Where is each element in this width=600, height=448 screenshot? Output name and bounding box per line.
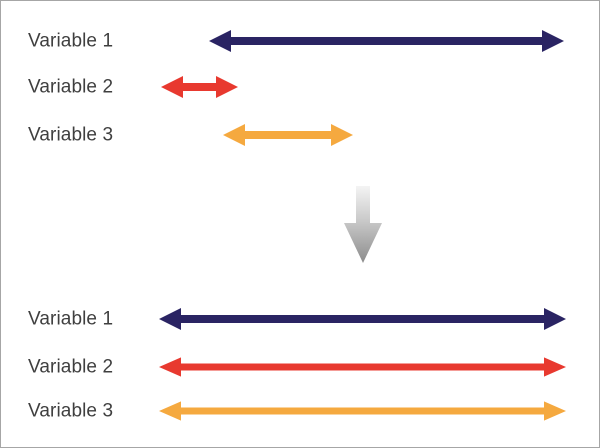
top-variable-arrow-1 (209, 30, 564, 52)
downward-transform-arrow-shape (344, 186, 382, 263)
top-panel-arrows (161, 30, 564, 146)
bottom-variable-arrow-1 (159, 308, 566, 330)
bottom-variable-arrow-2 (159, 357, 566, 377)
bottom-panel-arrows (159, 308, 566, 421)
top-label-variable-1: Variable 1 (28, 30, 114, 52)
bottom-label-variable-2: Variable 2 (28, 356, 114, 378)
top-variable-arrow-3 (223, 124, 353, 146)
bottom-variable-arrow-3 (159, 401, 566, 421)
bottom-label-variable-3: Variable 3 (28, 400, 114, 422)
top-label-variable-2: Variable 2 (28, 76, 114, 98)
top-variable-arrow-2 (161, 76, 238, 98)
downward-transform-arrow (344, 186, 382, 263)
top-label-variable-3: Variable 3 (28, 124, 114, 146)
bottom-label-variable-1: Variable 1 (28, 308, 114, 330)
